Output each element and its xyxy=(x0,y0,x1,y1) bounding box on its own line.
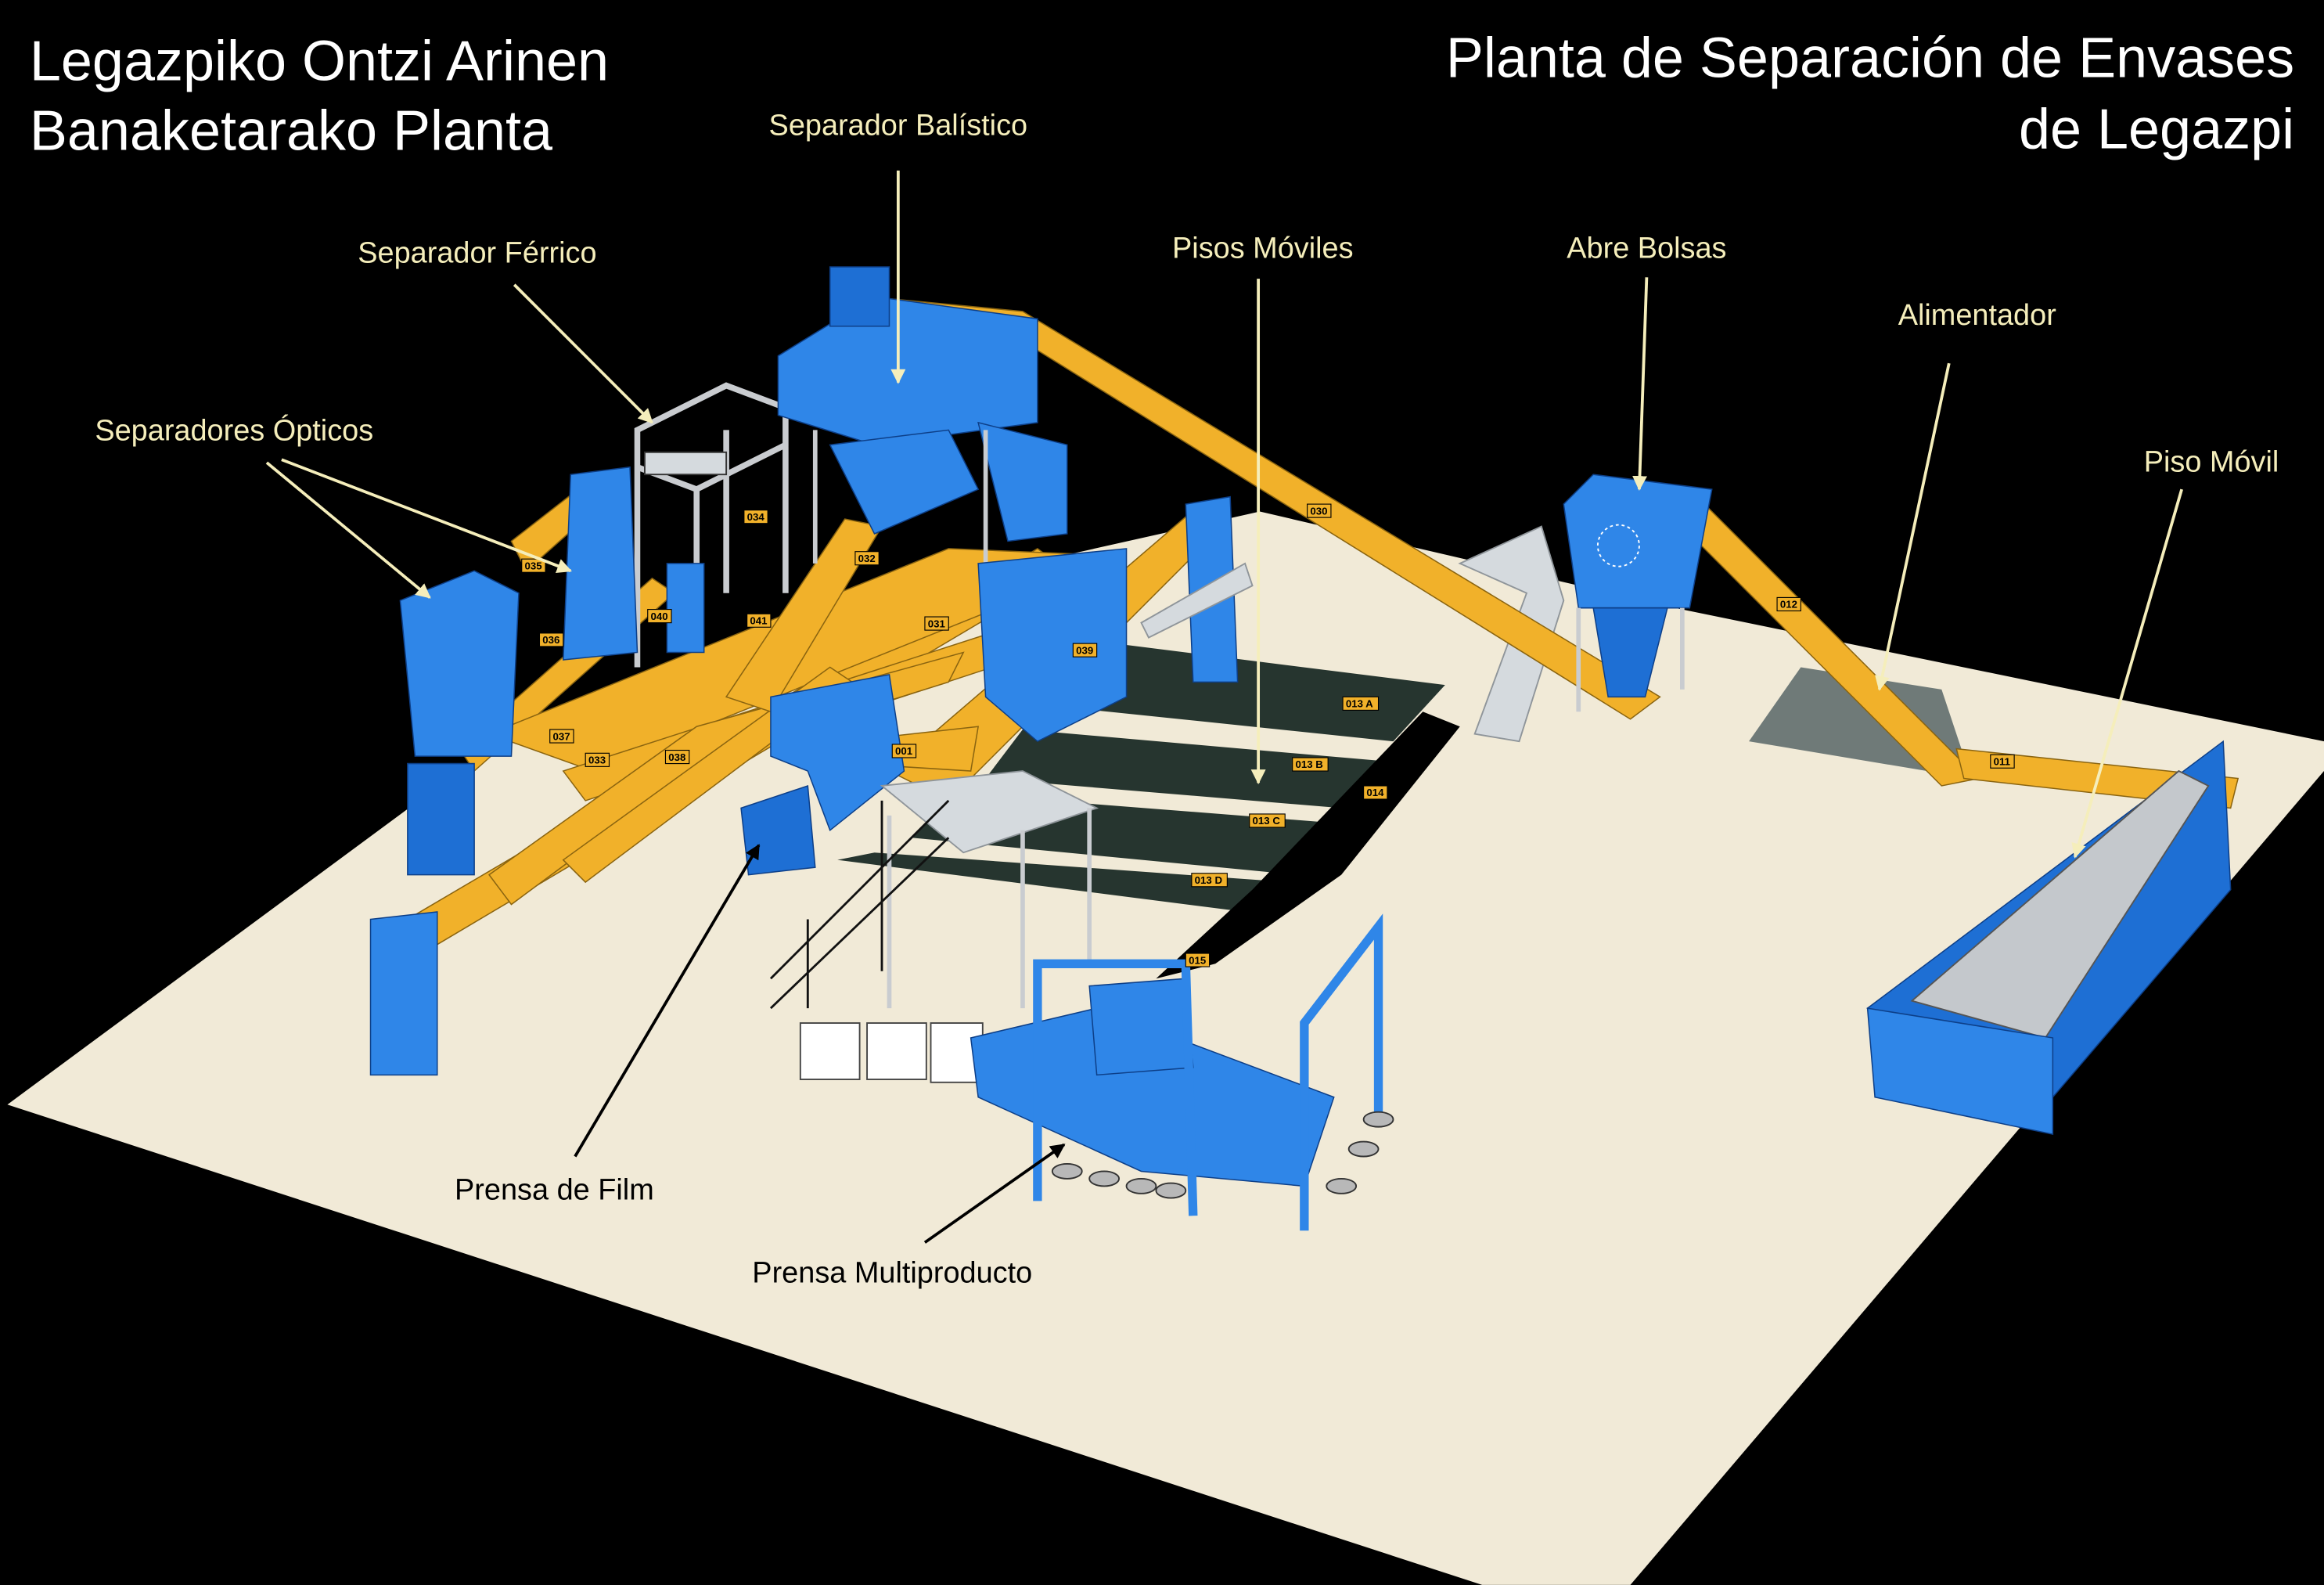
svg-text:039: 039 xyxy=(1076,644,1093,656)
label-abre-bolsas: Abre Bolsas xyxy=(1567,232,1726,265)
svg-text:013 D: 013 D xyxy=(1195,874,1223,886)
tag-039: 039 xyxy=(1072,643,1098,657)
svg-text:015: 015 xyxy=(1189,954,1206,966)
label-prensa-film: Prensa de Film xyxy=(455,1173,654,1206)
svg-text:034: 034 xyxy=(747,511,765,523)
tag-014: 014 xyxy=(1363,785,1388,800)
label-alimentador: Alimentador xyxy=(1898,299,2056,332)
callout-arrows xyxy=(265,170,2183,1244)
tag-040: 040 xyxy=(647,609,672,624)
svg-text:030: 030 xyxy=(1310,505,1327,517)
tag-012: 012 xyxy=(1776,596,1801,612)
title-spanish-line1: Planta de Separación de Envases xyxy=(1446,27,2294,90)
label-piso-movil: Piso Móvil xyxy=(2144,445,2279,478)
tag-013b: 013 B xyxy=(1292,757,1329,772)
tag-037: 037 xyxy=(549,729,574,744)
label-pisos-moviles: Pisos Móviles xyxy=(1172,232,1354,265)
tag-035: 035 xyxy=(521,558,546,573)
tag-036: 036 xyxy=(538,632,564,647)
tag-038: 038 xyxy=(664,749,690,765)
bales xyxy=(799,1022,984,1083)
svg-text:013 B: 013 B xyxy=(1295,758,1322,770)
svg-text:040: 040 xyxy=(651,611,668,622)
tag-041: 041 xyxy=(746,613,772,628)
bag-opener xyxy=(1563,474,1713,712)
svg-text:038: 038 xyxy=(668,751,685,763)
tag-013c: 013 C xyxy=(1249,813,1286,828)
label-prensa-multiproducto: Prensa Multiproducto xyxy=(752,1257,1032,1290)
svg-text:012: 012 xyxy=(1780,599,1797,611)
svg-text:001: 001 xyxy=(895,745,912,757)
tag-015: 015 xyxy=(1185,953,1211,967)
title-basque-line2: Banaketarako Planta xyxy=(30,99,553,162)
title-spanish-line2: de Legazpi xyxy=(2019,98,2294,160)
svg-text:032: 032 xyxy=(858,553,876,564)
tag-013d: 013 D xyxy=(1191,873,1228,888)
svg-text:033: 033 xyxy=(588,755,606,766)
svg-text:041: 041 xyxy=(750,615,767,627)
svg-text:013 A: 013 A xyxy=(1346,698,1373,710)
svg-text:031: 031 xyxy=(928,618,945,629)
tag-001: 001 xyxy=(891,744,917,758)
svg-text:013 C: 013 C xyxy=(1253,815,1281,827)
tag-031: 031 xyxy=(924,616,949,631)
moving-floor-hopper xyxy=(1866,740,2232,1136)
tag-030: 030 xyxy=(1307,503,1332,518)
label-separador-balistico: Separador Balístico xyxy=(769,109,1028,142)
tag-032: 032 xyxy=(854,551,880,566)
svg-text:037: 037 xyxy=(553,730,570,742)
ferric-separator-frame xyxy=(634,382,789,668)
tag-013a: 013 A xyxy=(1342,696,1380,711)
moving-floor-pits xyxy=(837,645,1460,979)
title-basque-line1: Legazpiko Ontzi Arinen xyxy=(30,30,609,92)
optical-separators xyxy=(369,466,1254,1076)
label-separador-ferrico: Separador Férrico xyxy=(358,236,596,269)
label-separadores-opticos: Separadores Ópticos xyxy=(95,414,373,448)
tag-011: 011 xyxy=(1990,754,2015,769)
tag-034: 034 xyxy=(743,510,768,524)
ballistic-separator xyxy=(777,266,1068,564)
svg-text:011: 011 xyxy=(1994,755,2010,767)
svg-text:035: 035 xyxy=(525,560,542,571)
svg-text:036: 036 xyxy=(542,634,559,646)
multiproduct-press xyxy=(970,913,1394,1231)
conveyor-tags: 001 011 012 013 A 013 B 013 C 013 D 014 … xyxy=(521,503,2015,967)
svg-text:014: 014 xyxy=(1366,787,1384,798)
tag-033: 033 xyxy=(585,752,610,767)
